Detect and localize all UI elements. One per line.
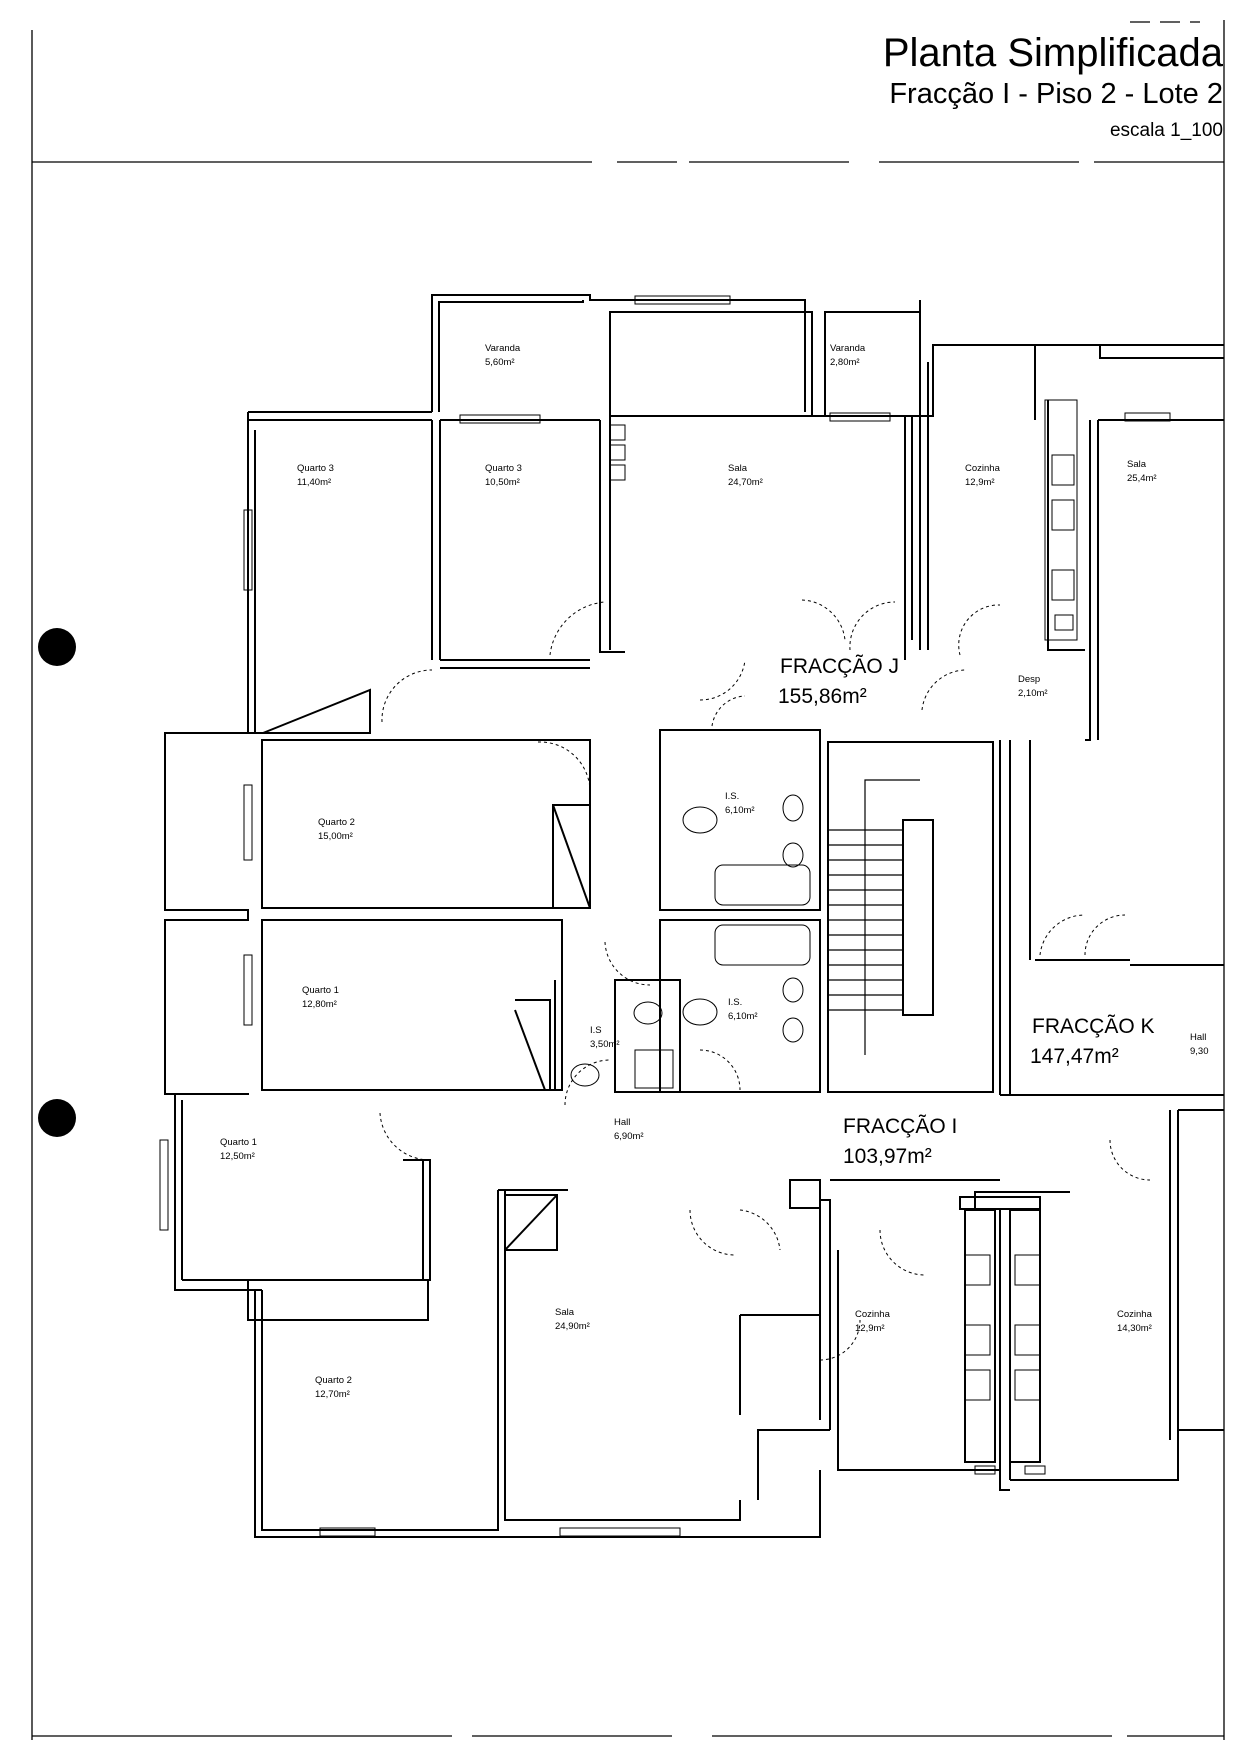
room-area: 2,80m² xyxy=(830,357,860,368)
room-name: I.S. xyxy=(725,791,739,802)
fixtures xyxy=(570,399,1078,1401)
room-name: Cozinha xyxy=(1117,1309,1153,1320)
room-area: 25,4m² xyxy=(1127,473,1157,484)
room-name: Quarto 2 xyxy=(315,1375,352,1386)
room-name: Quarto 1 xyxy=(302,985,339,996)
fraction-name: FRACÇÃO J xyxy=(780,654,899,678)
room-labels: Varanda 5,60m² Varanda 2,80m² Quarto 3 1… xyxy=(220,343,1209,1400)
room-name: Quarto 1 xyxy=(220,1137,257,1148)
binder-hole-top xyxy=(38,628,76,666)
room-area: 3,50m² xyxy=(590,1039,620,1050)
fraction-area: 155,86m² xyxy=(778,685,867,708)
plan-title: Planta Simplificada xyxy=(882,31,1223,75)
room-name: Cozinha xyxy=(965,463,1001,474)
room-area: 24,90m² xyxy=(555,1321,590,1332)
fraction-name: FRACÇÃO I xyxy=(843,1114,957,1138)
walls xyxy=(164,294,1224,1538)
room-name: Cozinha xyxy=(855,1309,891,1320)
room-name: Hall xyxy=(1190,1032,1206,1043)
fraction-area: 147,47m² xyxy=(1030,1045,1119,1068)
sheet-frame xyxy=(31,20,1225,1740)
room-name: I.S xyxy=(590,1025,602,1036)
room-name: Desp xyxy=(1018,674,1040,685)
room-area: 12,50m² xyxy=(220,1151,255,1162)
room-area: 2,10m² xyxy=(1018,688,1048,699)
room-area: 14,30m² xyxy=(1117,1323,1152,1334)
room-name: Quarto 3 xyxy=(297,463,334,474)
doors xyxy=(379,599,1151,1361)
room-area: 12,9m² xyxy=(855,1323,885,1334)
room-area: 9,30 xyxy=(1190,1046,1209,1057)
room-area: 12,70m² xyxy=(315,1389,350,1400)
room-name: Quarto 2 xyxy=(318,817,355,828)
room-area: 6,90m² xyxy=(614,1131,644,1142)
room-area: 6,10m² xyxy=(725,805,755,816)
plan-scale: escala 1_100 xyxy=(1109,120,1223,141)
fraction-labels: FRACÇÃO J 155,86m² FRACÇÃO K 147,47m² FR… xyxy=(778,654,1155,1168)
room-area: 10,50m² xyxy=(485,477,520,488)
fraction-name: FRACÇÃO K xyxy=(1032,1014,1155,1038)
room-name: Quarto 3 xyxy=(485,463,522,474)
room-area: 24,70m² xyxy=(728,477,763,488)
room-name: Hall xyxy=(614,1117,630,1128)
room-area: 6,10m² xyxy=(728,1011,758,1022)
room-name: Varanda xyxy=(485,343,521,354)
plan-subtitle: Fracção I - Piso 2 - Lote 2 xyxy=(889,78,1223,110)
room-area: 11,40m² xyxy=(297,477,331,488)
room-area: 12,9m² xyxy=(965,477,995,488)
room-name: Sala xyxy=(1127,459,1147,470)
room-name: I.S. xyxy=(728,997,742,1008)
room-area: 15,00m² xyxy=(318,831,353,842)
room-name: Varanda xyxy=(830,343,866,354)
windows xyxy=(159,295,1171,1537)
room-name: Sala xyxy=(555,1307,575,1318)
binder-hole-bottom xyxy=(38,1099,76,1137)
room-area: 12,80m² xyxy=(302,999,337,1010)
room-area: 5,60m² xyxy=(485,357,515,368)
fraction-area: 103,97m² xyxy=(843,1145,932,1168)
title-block: Planta Simplificada Fracção I - Piso 2 -… xyxy=(883,30,1223,144)
room-name: Sala xyxy=(728,463,748,474)
